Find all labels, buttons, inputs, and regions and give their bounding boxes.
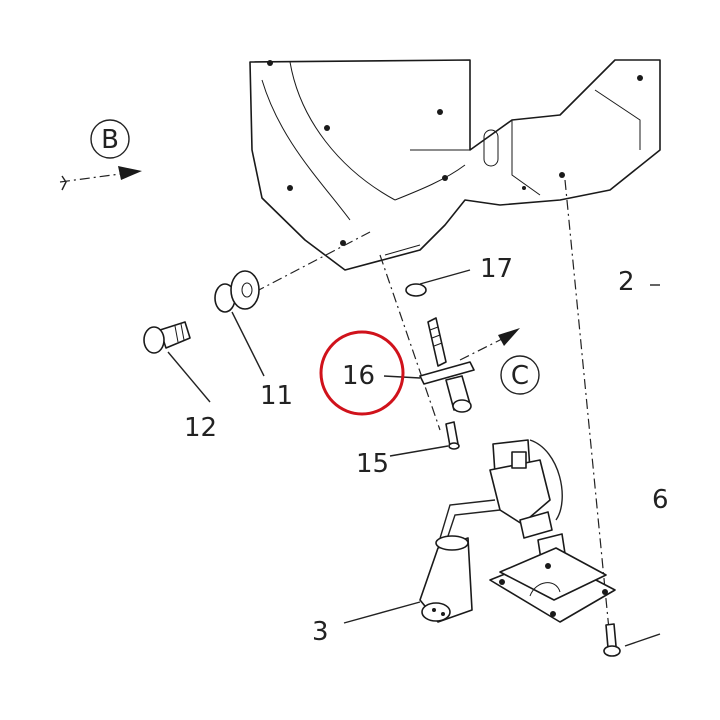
callout-11: 11 [260,381,293,411]
highlight-circle [319,330,405,416]
callout-16: 16 [342,361,375,391]
view-b-marker: B [59,119,142,191]
part-3-filter [419,535,473,623]
part-12-bolt [143,321,191,354]
callout-15: 15 [356,449,389,479]
tank-body [249,59,661,271]
view-c-marker: C [500,355,540,395]
callout-12: 12 [184,413,217,443]
callout-6: 6 [652,485,669,515]
view-b-label: B [101,125,119,155]
callout-2: 2 [618,267,635,297]
part-17-o-ring [405,283,427,297]
part-15-screw [445,421,460,450]
bottom-bolt [603,623,621,657]
part-16-sensor [419,317,520,413]
view-c-label: C [511,361,529,391]
part-11-grommet [214,270,260,313]
callout-17: 17 [480,254,513,284]
fuel-sender-assembly [437,439,616,623]
callout-3: 3 [312,617,329,647]
